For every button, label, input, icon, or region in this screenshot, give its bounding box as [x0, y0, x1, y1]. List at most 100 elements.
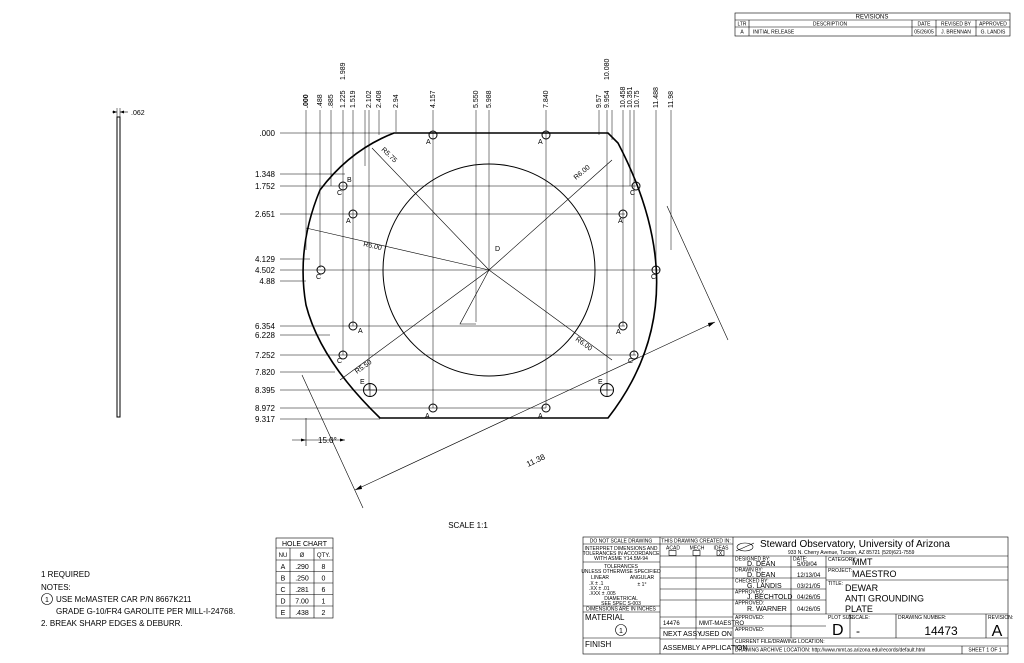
x-dimension: 5.550: [473, 90, 480, 108]
y-dimension: 4.502: [255, 266, 276, 275]
title-line-1: DEWAR: [845, 583, 879, 593]
project: MAESTRO: [852, 569, 897, 579]
hole-c-5: [338, 350, 348, 360]
hole-a-4: [541, 403, 551, 413]
hole-c-4: [651, 265, 661, 275]
x-dimension: 9.57: [596, 94, 603, 108]
radius-dimension-labels: R5.75 R6.00 R6.00 R6.00 R5.50: [354, 146, 593, 375]
hole-letter: A: [426, 139, 431, 146]
rev-header-description: DESCRIPTION: [813, 22, 848, 28]
material-label: MATERIAL: [585, 613, 625, 622]
notes-title: NOTES:: [41, 583, 71, 592]
scale-value: -: [856, 624, 860, 638]
x-dimension: 11.98: [668, 91, 675, 108]
mounting-holes: [316, 130, 661, 413]
notes: 1 REQUIRED NOTES: 1 USE McMASTER CAR P/N…: [41, 570, 235, 628]
y-dimension: 1.752: [255, 182, 276, 191]
tolerance-angular: ± 1°: [638, 582, 647, 588]
y-dimension: 8.972: [255, 404, 276, 413]
note-1-line-1: USE McMASTER CAR P/N 8667K211: [56, 595, 192, 604]
hole-c-1: [338, 181, 348, 191]
approved-2-label: APPROVED:: [735, 601, 764, 607]
y-dimension: 7.820: [255, 368, 276, 377]
x-dimension: 7.840: [543, 90, 550, 108]
y-dimension: 1.348: [255, 170, 276, 179]
side-view: .062: [112, 108, 145, 418]
next-assembly-name: MMT-MAESTRO: [699, 621, 744, 627]
hole-chart-cell: 1: [322, 599, 326, 606]
quantity-required: 1 REQUIRED: [41, 570, 90, 579]
do-not-scale-note: DO NOT SCALE DRAWING: [590, 539, 653, 545]
y-dimension: 8.395: [255, 386, 276, 395]
hole-chart-cell: 6: [322, 587, 326, 594]
checked-by-label: CHECKED BY:: [735, 579, 769, 585]
y-dimension: 2.651: [255, 210, 276, 219]
x-dimension: 2.408: [376, 90, 383, 108]
rev-row-approved: G. LANDIS: [981, 30, 1006, 36]
hole-a-6: [618, 321, 628, 331]
hole-letter: C: [337, 190, 342, 197]
note-2: 2. BREAK SHARP EDGES & DEBURR.: [41, 619, 183, 628]
hole-c-2: [631, 181, 641, 191]
x-dimension: 2.94: [393, 94, 400, 108]
y-dimension: 6.354: [255, 322, 276, 331]
tolerance-xx: .XX ± .01: [589, 586, 610, 592]
x-dimension: .885: [328, 94, 335, 108]
approved-1-date: 04/26/05: [797, 595, 821, 601]
thickness-dimension: .062: [131, 110, 145, 117]
rev-header-approved: APPROVED: [979, 22, 1007, 28]
rev-row-revised-by: J. BRENNAN: [941, 30, 971, 36]
hole-chart-cell: .438: [295, 610, 309, 617]
x-dimension: 1.225: [340, 90, 347, 108]
x-dimension: 11.488: [653, 87, 660, 108]
hole-chart-cell: 7.00: [295, 599, 309, 606]
y-dimension: 4.88: [259, 277, 275, 286]
hole-letter: E: [360, 379, 365, 386]
hole-letter: C: [316, 274, 321, 281]
rev-row-ltr: A: [740, 30, 744, 36]
used-on-label: USED ON: [700, 631, 732, 638]
radius-label: R6.00: [363, 241, 383, 252]
hole-chart-cell: .281: [295, 587, 309, 594]
y-dimension: 4.129: [255, 255, 276, 264]
hole-letter: D: [495, 246, 500, 253]
revision: A: [992, 623, 1003, 640]
radius-leaders: [305, 147, 613, 381]
title-line-3: PLATE: [845, 604, 873, 614]
approved-1: J. BECHTOLD: [747, 594, 792, 601]
drawn-by: D. DEAN: [747, 572, 775, 579]
hole-chart-cell: .250: [295, 576, 309, 583]
hole-chart-cell: C: [280, 587, 285, 594]
drawn-by-label: DRAWN BY:: [735, 568, 763, 574]
diametrical-label: DIAMETRICAL: [604, 596, 638, 602]
vertical-extension-lines: [305, 110, 672, 408]
x-dimension: .000: [303, 94, 310, 108]
note-1-line-2: GRADE G-10/FR4 GAROLITE PER MILL-I-24768…: [56, 607, 235, 616]
interpret-line-3: WITH ASME Y14.5M-94: [594, 556, 648, 562]
plate-view: A A A A A A A A B C C C C C C D E E R5.7…: [255, 58, 729, 530]
revisions-title: REVISIONS: [856, 15, 889, 21]
hole-chart-cell: A: [281, 564, 286, 571]
hole-chart-cell: 0: [322, 576, 326, 583]
rev-header-ltr: LTR: [737, 22, 746, 28]
x-dimension: 10.458: [620, 86, 627, 108]
hole-chart-cell: .290: [295, 564, 309, 571]
radius-label: R5.50: [354, 359, 373, 376]
hole-letter: A: [538, 413, 543, 420]
y-dimension: 7.252: [255, 351, 276, 360]
hole-letter: A: [618, 218, 623, 225]
hole-c-3: [316, 265, 326, 275]
top-dimension-labels: .000 .488 .885 1.225 1.519 1.989 2.102 2…: [303, 58, 675, 108]
hole-a-8: [618, 209, 628, 219]
designed-date-label: DATE:: [793, 557, 807, 563]
approved-2: R. WARNER: [747, 606, 787, 613]
hole-chart-cell: E: [281, 610, 286, 617]
title-line-2: ANTI GROUNDING: [845, 594, 924, 604]
hole-letter: C: [630, 190, 635, 197]
note-1-number: 1: [45, 597, 49, 604]
hole-a-7: [348, 209, 358, 219]
hole-chart-header-dia: Ø: [300, 553, 305, 559]
hole-letter: A: [358, 328, 363, 335]
title-label: TITLE:: [828, 581, 843, 587]
